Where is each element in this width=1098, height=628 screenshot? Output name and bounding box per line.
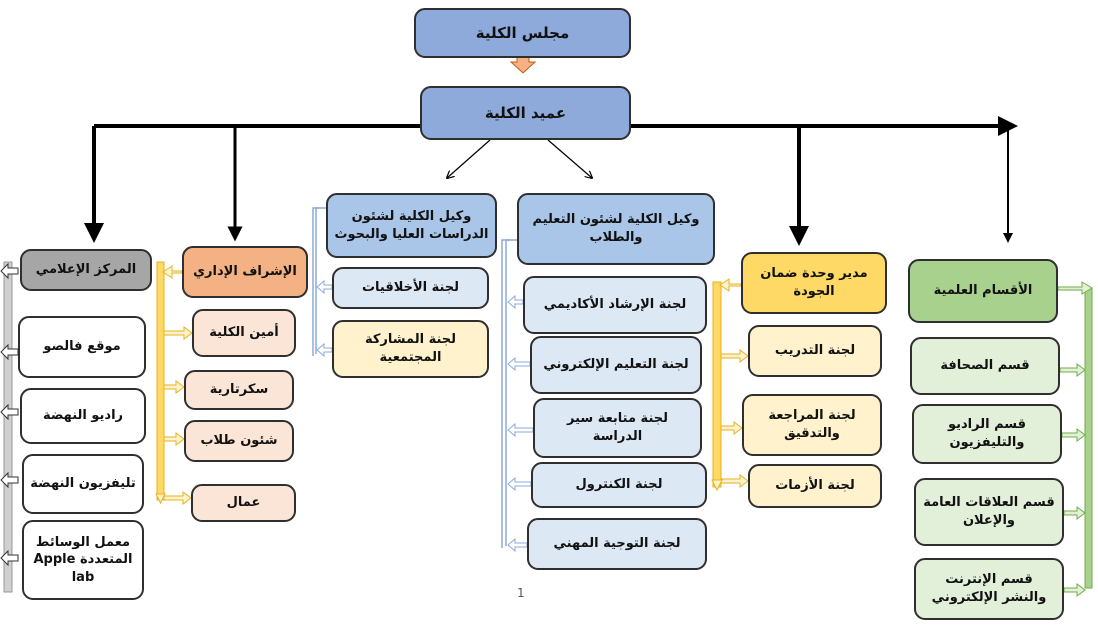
admin-supervision-box: الإشراف الإداري: [182, 246, 308, 298]
teaching-committee-3: لجنة متابعة سير الدراسة: [533, 398, 702, 458]
admin-item-1: أمين الكلية: [192, 309, 296, 357]
media-arrow-4: [0, 471, 19, 489]
admin-arrow-bottom: [155, 493, 166, 505]
vice-dean-research-box: وكيل الكلية لشئون الدراسات العليا والبحو…: [326, 193, 497, 258]
quality-director-box: مدير وحدة ضمان الجودة: [741, 252, 887, 314]
quality-arrow-1: [720, 349, 749, 363]
departments-spine: [1084, 287, 1093, 589]
teaching-arrow-5: [507, 537, 528, 553]
admin-item-4: عمال: [191, 484, 296, 522]
quality-arrow-head: [719, 278, 742, 292]
department-item-1: قسم الصحافة: [910, 337, 1060, 395]
teaching-bracket: [505, 239, 518, 546]
media-item-4: معمل الوسائط المتعددة Apple lab: [22, 520, 144, 600]
research-arrow-2: [316, 342, 333, 358]
quality-arrow-3: [720, 474, 749, 488]
media-arrow-5: [0, 549, 19, 567]
admin-item-2: سكرتارية: [184, 370, 294, 410]
research-arrow-1: [316, 279, 333, 295]
college-council-box: مجلس الكلية: [414, 8, 631, 58]
teaching-committee-1: لجنة الإرشاد الأكاديمي: [523, 276, 707, 334]
departments-arrow-2: [1061, 428, 1086, 442]
quality-committee-1: لجنة التدريب: [748, 325, 882, 377]
media-item-3: تليفزيون النهضة: [22, 454, 144, 514]
dean-to-research-arrow: [447, 139, 491, 178]
teaching-arrow-3: [507, 422, 534, 438]
media-item-1: موقع فالصو: [18, 316, 146, 378]
page-number: 1: [517, 586, 525, 600]
departments-arrow-4: [1063, 583, 1086, 597]
admin-arrow-head: [162, 265, 183, 279]
department-item-3: قسم العلاقات العامة والإعلان: [914, 478, 1064, 546]
dean-box: عميد الكلية: [420, 86, 631, 140]
quality-spine: [712, 281, 722, 488]
teaching-arrow-4: [507, 476, 532, 492]
teaching-committee-4: لجنة الكنترول: [531, 462, 707, 508]
teaching-arrow-2: [507, 356, 531, 372]
departments-arrow-1: [1059, 363, 1086, 377]
media-arrow-3: [0, 403, 19, 421]
research-committee-2: لجنة المشاركة المجتمعية: [332, 320, 489, 378]
media-center-box: المركز الإعلامي: [20, 249, 152, 291]
quality-committee-2: لجنة المراجعة والتدقيق: [742, 394, 882, 456]
departments-box: الأقسام العلمية: [908, 259, 1058, 323]
dean-to-teaching-arrow: [547, 139, 592, 178]
teaching-committee-5: لجنة التوجية المهني: [527, 518, 707, 570]
teaching-committee-2: لجنة التعليم الإلكتروني: [530, 336, 702, 394]
teaching-arrow-1: [507, 294, 524, 310]
admin-arrow-4: [163, 491, 192, 505]
departments-arrow-3: [1063, 506, 1086, 520]
admin-arrow-3: [163, 432, 185, 446]
media-arrow-1: [0, 262, 19, 280]
quality-arrow-bottom: [711, 479, 723, 492]
media-arrow-2: [0, 343, 19, 361]
department-item-4: قسم الإنترنت والنشر الإلكتروني: [914, 558, 1064, 620]
admin-spine: [156, 261, 165, 501]
media-item-2: راديو النهضة: [20, 388, 146, 444]
admin-arrow-1: [163, 326, 193, 340]
quality-arrow-2: [720, 421, 743, 435]
departments-arrow-head: [1057, 281, 1093, 295]
admin-item-3: شئون طلاب: [184, 420, 294, 462]
department-item-2: قسم الراديو والتليفزيون: [912, 404, 1062, 464]
admin-arrow-2: [163, 380, 185, 394]
media-spine: [3, 261, 13, 593]
quality-committee-3: لجنة الأزمات: [748, 464, 882, 508]
research-committee-1: لجنة الأخلاقيات: [332, 267, 489, 309]
vice-dean-teaching-box: وكيل الكلية لشئون التعليم والطلاب: [517, 193, 715, 265]
